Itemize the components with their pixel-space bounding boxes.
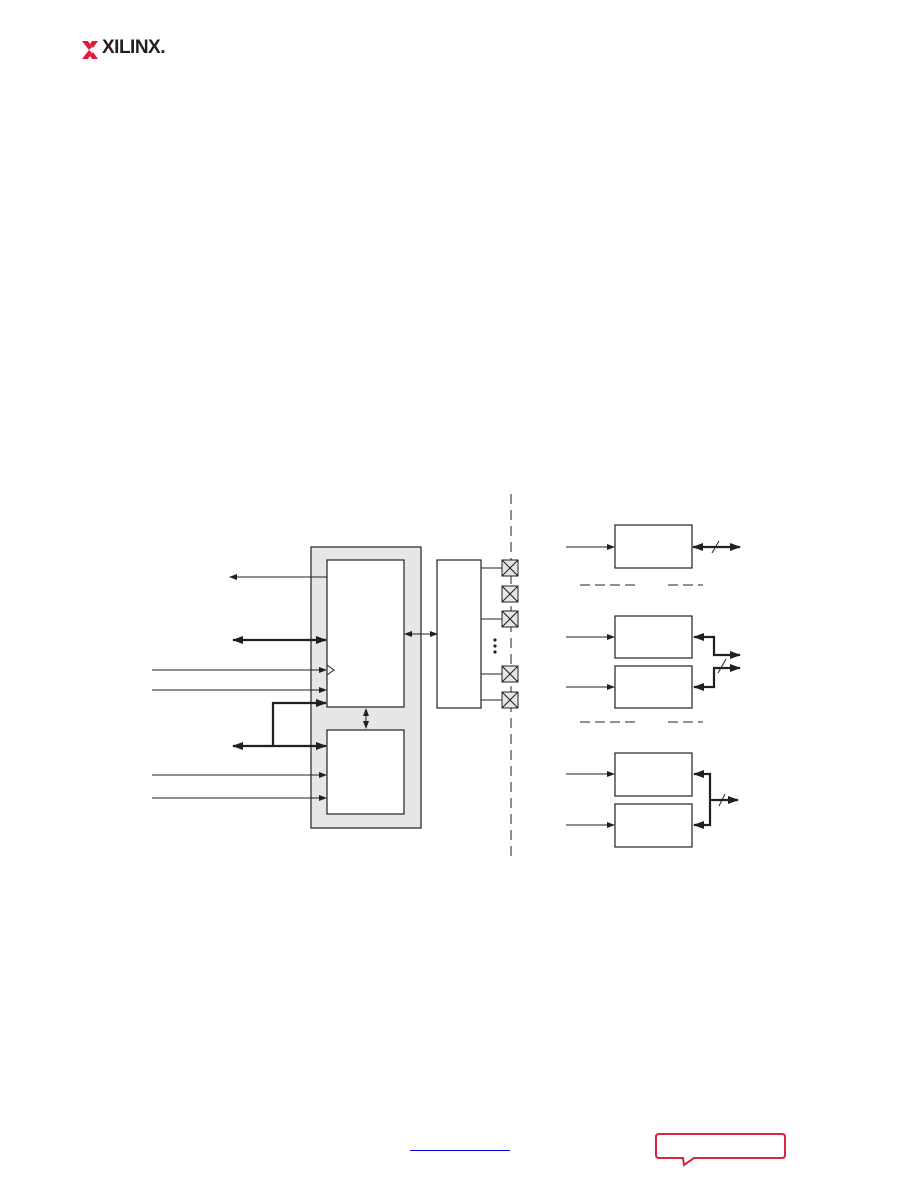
memory-block-3a [614, 752, 693, 797]
io-pad-1-icon [501, 559, 519, 577]
io-pad-5-icon [501, 691, 519, 709]
feedback-callout-button[interactable] [654, 1132, 788, 1170]
footer-website-link[interactable] [410, 1140, 510, 1151]
xilinx-mark-icon [82, 41, 98, 59]
clock-input-triangle-icon [326, 664, 335, 676]
io-pad-group [481, 567, 502, 701]
memory-block-2b [614, 665, 693, 709]
io-pad-4-icon [501, 665, 519, 683]
bus-width-slash-2 [717, 658, 727, 674]
vertical-ellipsis-icon [493, 638, 497, 654]
bus-width-slash-3 [718, 793, 726, 807]
combined-bus-3 [693, 770, 739, 829]
memory-block-1 [614, 524, 693, 569]
xilinx-logo [82, 41, 98, 59]
shared-bus-connector [271, 699, 327, 746]
io-pad-2-icon [501, 585, 519, 603]
memory-block-2a [614, 615, 693, 659]
upper-logic-block [326, 559, 405, 708]
combined-bus-2 [693, 633, 741, 691]
memory-block-3b [614, 803, 693, 848]
io-pad-3-icon [501, 610, 519, 628]
io-bank-block [436, 559, 482, 709]
xilinx-logo-text: XILINX. [102, 37, 166, 58]
lower-logic-block [326, 729, 405, 815]
bus-width-slash-1 [711, 540, 720, 554]
